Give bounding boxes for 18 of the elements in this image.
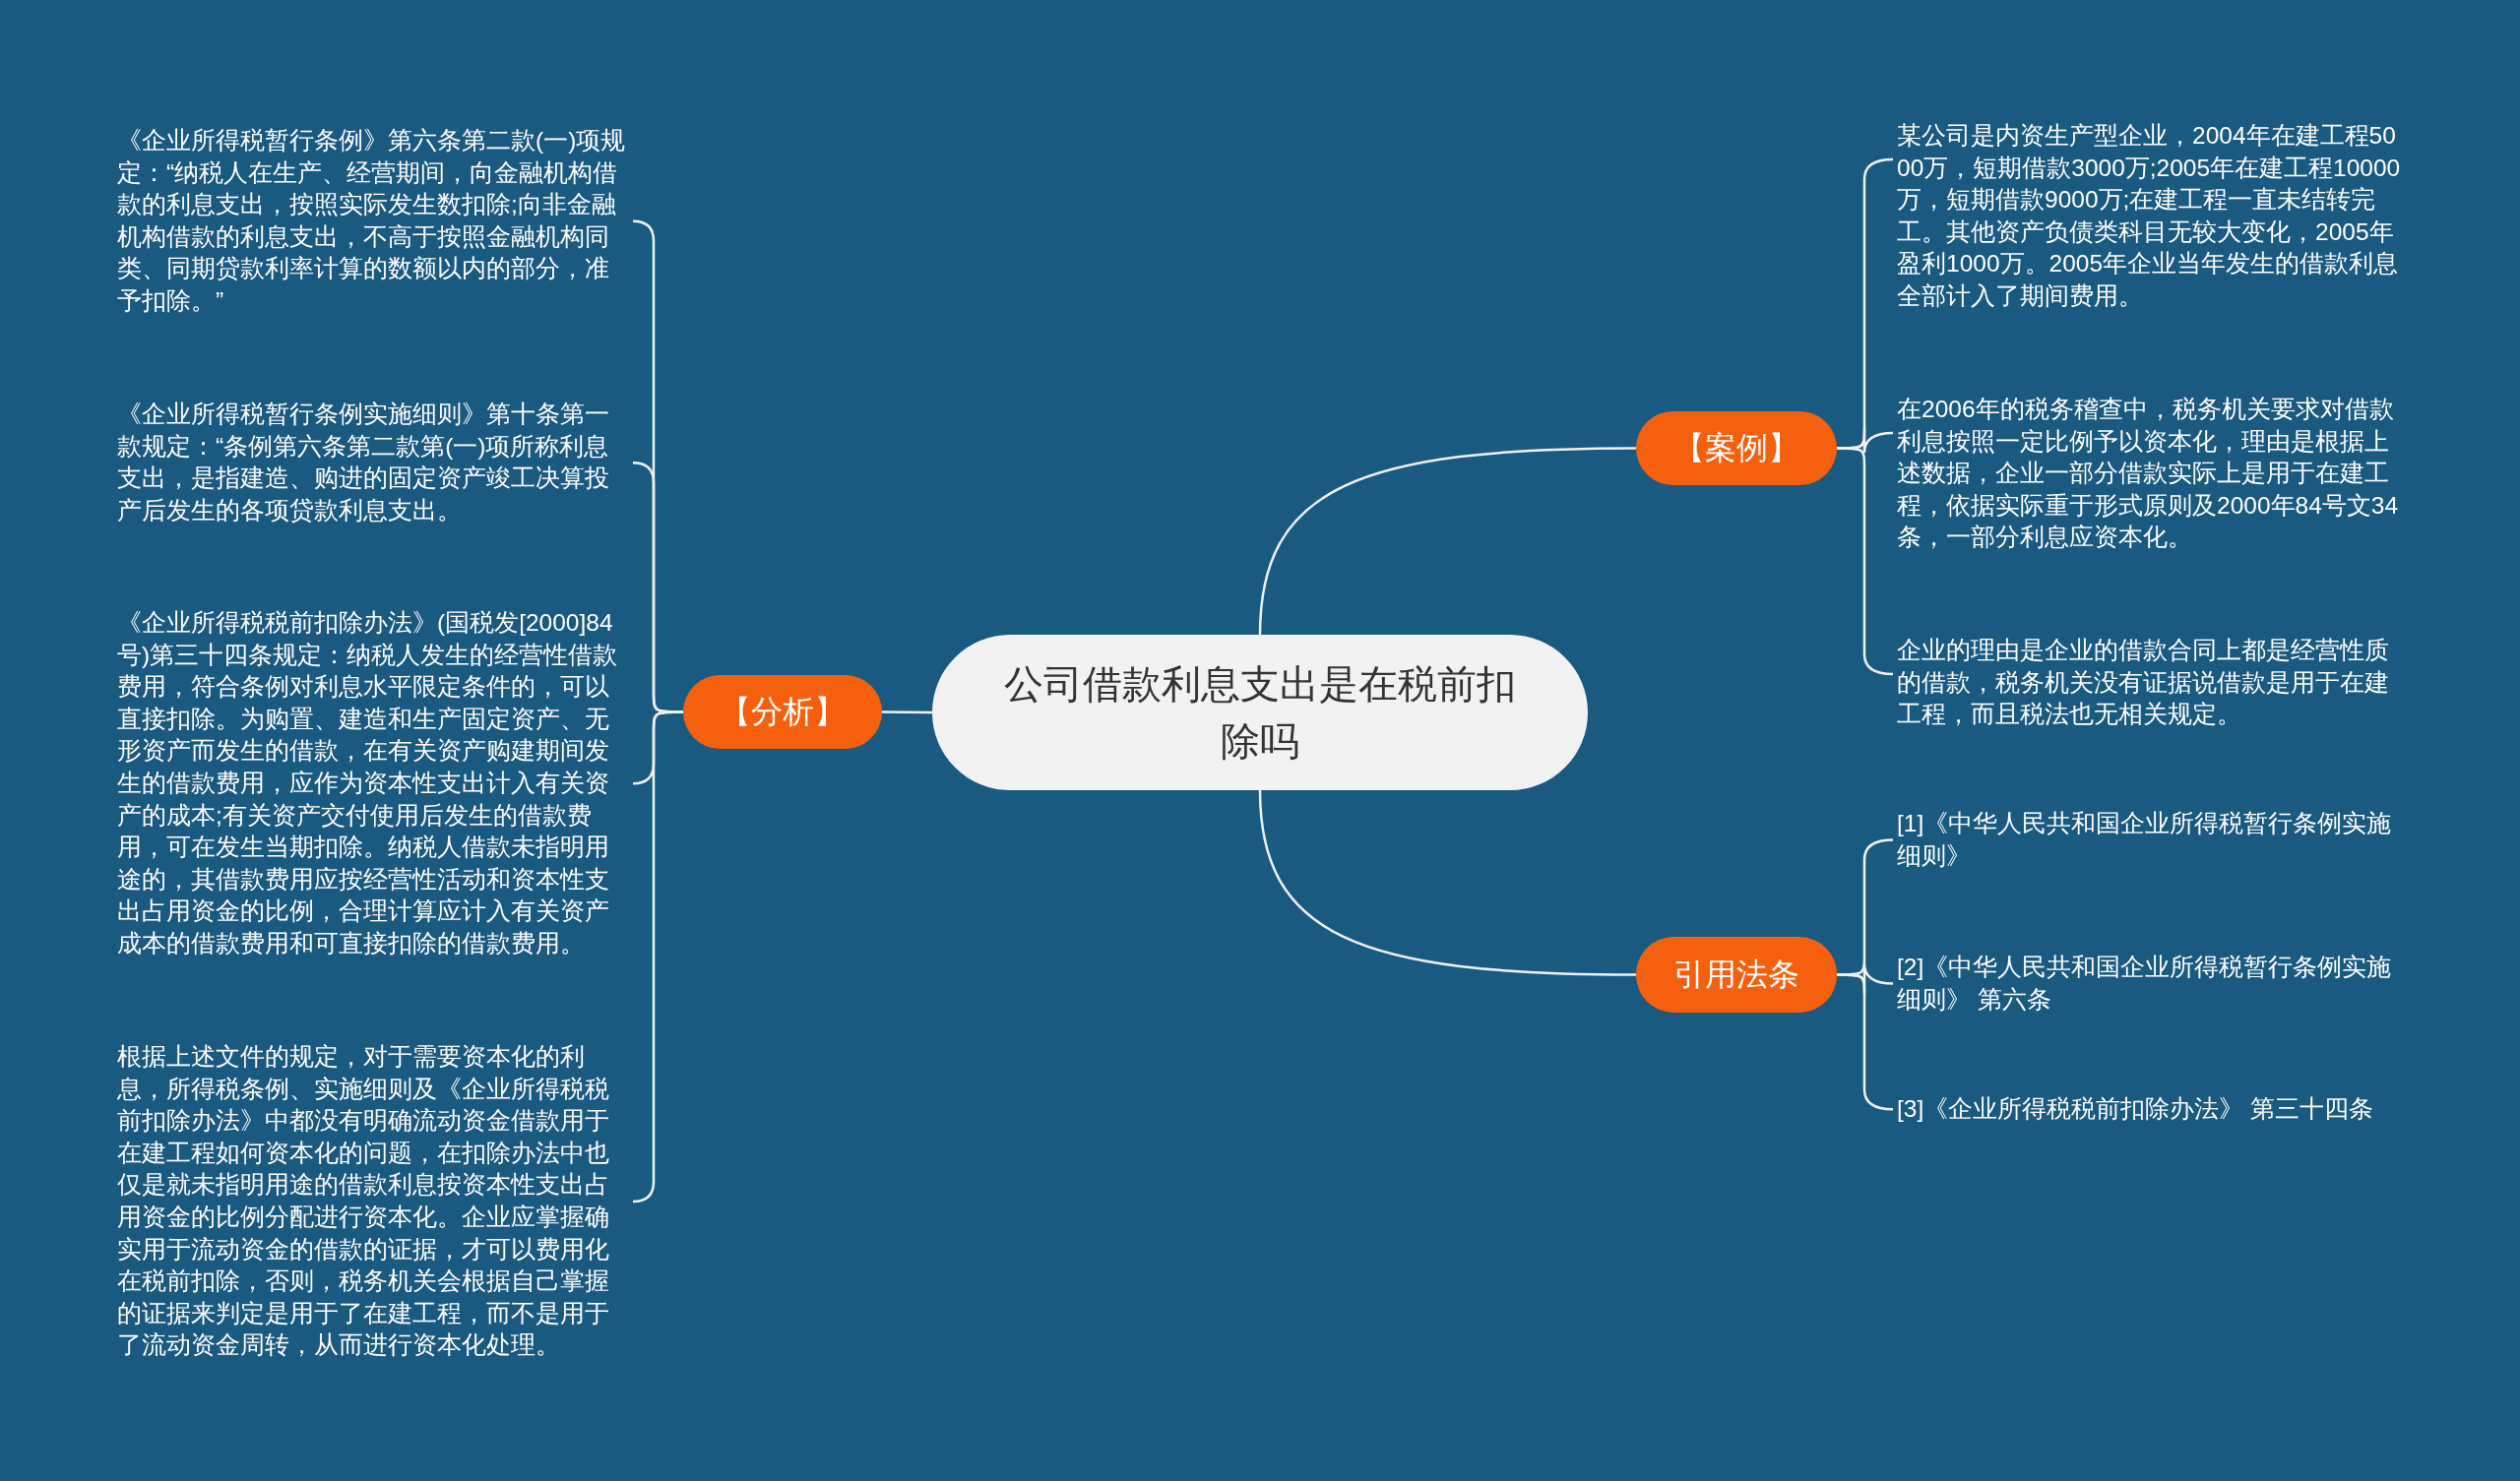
note-text: 某公司是内资生产型企业，2004年在建工程5000万，短期借款3000万;2005年在建工程10000万，短期借款9000万;在建工程一直未结转完工。其他资产负债类科目无较大变化，2005年盈利1000万。2005年企业当年发生的借款利息全部计入了期间费用。 xyxy=(1897,120,2409,313)
note-text: [3]《企业所得税税前扣除办法》 第三十四条 xyxy=(1897,1093,2409,1126)
topic-pill: 【分析】 xyxy=(683,675,882,749)
central-topic: 公司借款利息支出是在税前扣除吗 xyxy=(932,635,1588,790)
connector-line xyxy=(882,710,932,714)
connector-line xyxy=(1258,789,1636,976)
topic-pill: 【案例】 xyxy=(1636,411,1837,485)
connector-line xyxy=(1258,447,1636,636)
note-text: 《企业所得税暂行条例实施细则》第十条第一款规定：“条例第六条第二款第(一)项所称利息支出，是指建造、购进的固定资产竣工决算投产后发生的各项贷款利息支出。 xyxy=(117,399,629,527)
note-text: 《企业所得税税前扣除办法》(国税发[2000]84号)第三十四条规定：纳税人发生的经营性借款费用，符合条例对利息水平限定条件的，可以直接扣除。为购置、建造和生产固定资产、无形资产而发生的借款，在有关资产购建期间发生的借款费用，应作为资本性支出计入有关资产的成本;有关资产交付使用后发生的借款费用，可在发生当期扣除。纳税人借款未指明用途的，其借款费用应按经营性活动和资本性支出占用资金的比例，合理计算应计入有关资产成本的借款费用和可直接扣除的借款费用。 xyxy=(117,607,629,960)
note-text: 《企业所得税暂行条例》第六条第二款(一)项规定：“纳税人在生产、经营期间，向金融机构借款的利息支出，按照实际发生数扣除;向非金融机构借款的利息支出，不高于按照金融机构同类、同期贷款利率计算的数额以内的部分，准予扣除。” xyxy=(117,125,629,318)
connector-line xyxy=(1837,973,1894,1111)
note-text: [2]《中华人民共和国企业所得税暂行条例实施细则》 第六条 xyxy=(1897,952,2409,1017)
note-text: 根据上述文件的规定，对于需要资本化的利息，所得税条例、实施细则及《企业所得税税前扣除办法》中都没有明确流动资金借款用于在建工程如何资本化的问题，在扣除办法中也仅是就未指明用途的借款利息按资本性支出占用资金的比例分配进行资本化。企业应掌握确实用于流动资金的借款的证据，才可以费用化在税前扣除，否则，税务机关会根据自己掌握的证据来判定是用于了在建工程，而不是用于了流动资金周转，从而进行资本化处理。 xyxy=(117,1041,629,1362)
note-text: 企业的理由是企业的借款合同上都是经营性质的借款，税务机关没有证据说借款是用于在建工程，而且税法也无相关规定。 xyxy=(1897,635,2409,731)
topic-pill: 引用法条 xyxy=(1636,937,1837,1013)
note-text: [1]《中华人民共和国企业所得税暂行条例实施细则》 xyxy=(1897,808,2409,873)
note-text: 在2006年的税务稽查中，税务机关要求对借款利息按照一定比例予以资本化，理由是根据上述数据，企业一部分借款实际上是用于在建工程，依据实际重于形式原则及2000年84号文34条，一部分利息应资本化。 xyxy=(1897,394,2409,554)
